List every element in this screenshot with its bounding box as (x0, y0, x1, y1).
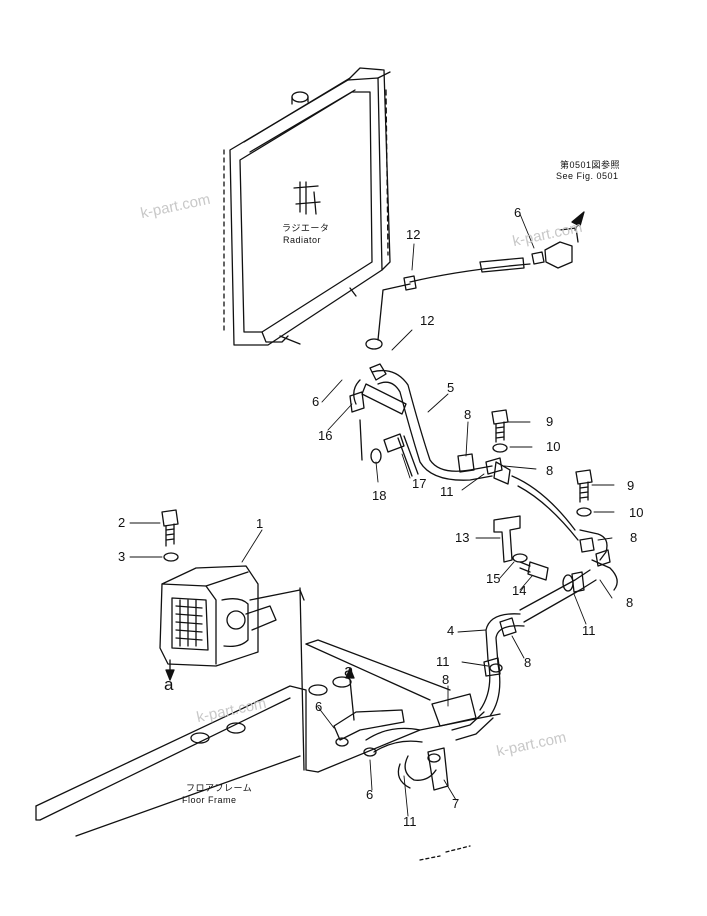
part-number-8-b: 8 (546, 463, 554, 478)
part-number-18: 18 (372, 488, 387, 503)
floor-frame-jp-label: フロアフレーム (186, 783, 253, 793)
part-number-7: 7 (452, 796, 460, 811)
clamps-drawing (457, 453, 611, 677)
part-number-2: 2 (118, 515, 126, 530)
radiator-jp-label: ラジエータ (282, 223, 330, 233)
part-number-8-f: 8 (442, 672, 450, 687)
part-number-10-upper: 10 (546, 439, 561, 454)
radiator-drawing (223, 67, 391, 346)
floor-frame-en-label: Floor Frame (182, 795, 237, 805)
part-number-14: 14 (512, 583, 527, 598)
part-number-12-top: 12 (406, 227, 421, 242)
bolt-9-lower-drawing (575, 469, 593, 517)
part-number-15: 15 (486, 571, 501, 586)
pipe-5-drawing (369, 363, 493, 481)
part-number-11-a: 11 (440, 484, 454, 499)
bolt-9-upper-drawing (491, 409, 509, 453)
part-number-6-bottom: 6 (366, 787, 374, 802)
bolt-2-drawing (161, 509, 179, 562)
see-fig-jp-label: 第0501図参照 (560, 160, 621, 170)
part-number-9-upper: 9 (546, 414, 554, 429)
part-number-8-e: 8 (524, 655, 532, 670)
part-number-17: 17 (412, 476, 427, 491)
part-number-6-left: 6 (312, 394, 320, 409)
part-number-16: 16 (318, 428, 333, 443)
part-number-3: 3 (118, 549, 126, 564)
part-number-8-c: 8 (630, 530, 638, 545)
part-number-12-mid: 12 (420, 313, 435, 328)
arrow-a-label-left: a (164, 675, 174, 694)
heater-unit-drawing (159, 565, 305, 681)
bracket-13-drawing (493, 515, 549, 581)
part-number-8-a: 8 (464, 407, 472, 422)
part-number-11-d: 11 (403, 814, 417, 829)
part-number-11-b: 11 (582, 623, 596, 638)
see-fig-en-label: See Fig. 0501 (556, 171, 619, 181)
right-pipe-drawing (493, 461, 618, 623)
part-number-1: 1 (256, 516, 264, 531)
part-number-6-top: 6 (514, 205, 522, 220)
arrow-a-label-floor: a (344, 661, 354, 680)
part-number-6-lower: 6 (315, 699, 323, 714)
leader-lines (129, 213, 615, 817)
clamp-16-drawing (349, 379, 419, 477)
part-number-5: 5 (447, 380, 455, 395)
part-number-10-lower: 10 (629, 505, 644, 520)
pipe-4-drawing (451, 613, 525, 741)
part-number-4: 4 (447, 623, 455, 638)
part-number-11-c: 11 (436, 654, 450, 669)
part-number-13: 13 (455, 530, 470, 545)
part-number-9-lower: 9 (627, 478, 635, 493)
upper-hose-drawing (365, 211, 585, 350)
radiator-en-label: Radiator (283, 235, 322, 245)
floor-frame-drawing (35, 587, 501, 861)
part-number-8-d: 8 (626, 595, 634, 610)
